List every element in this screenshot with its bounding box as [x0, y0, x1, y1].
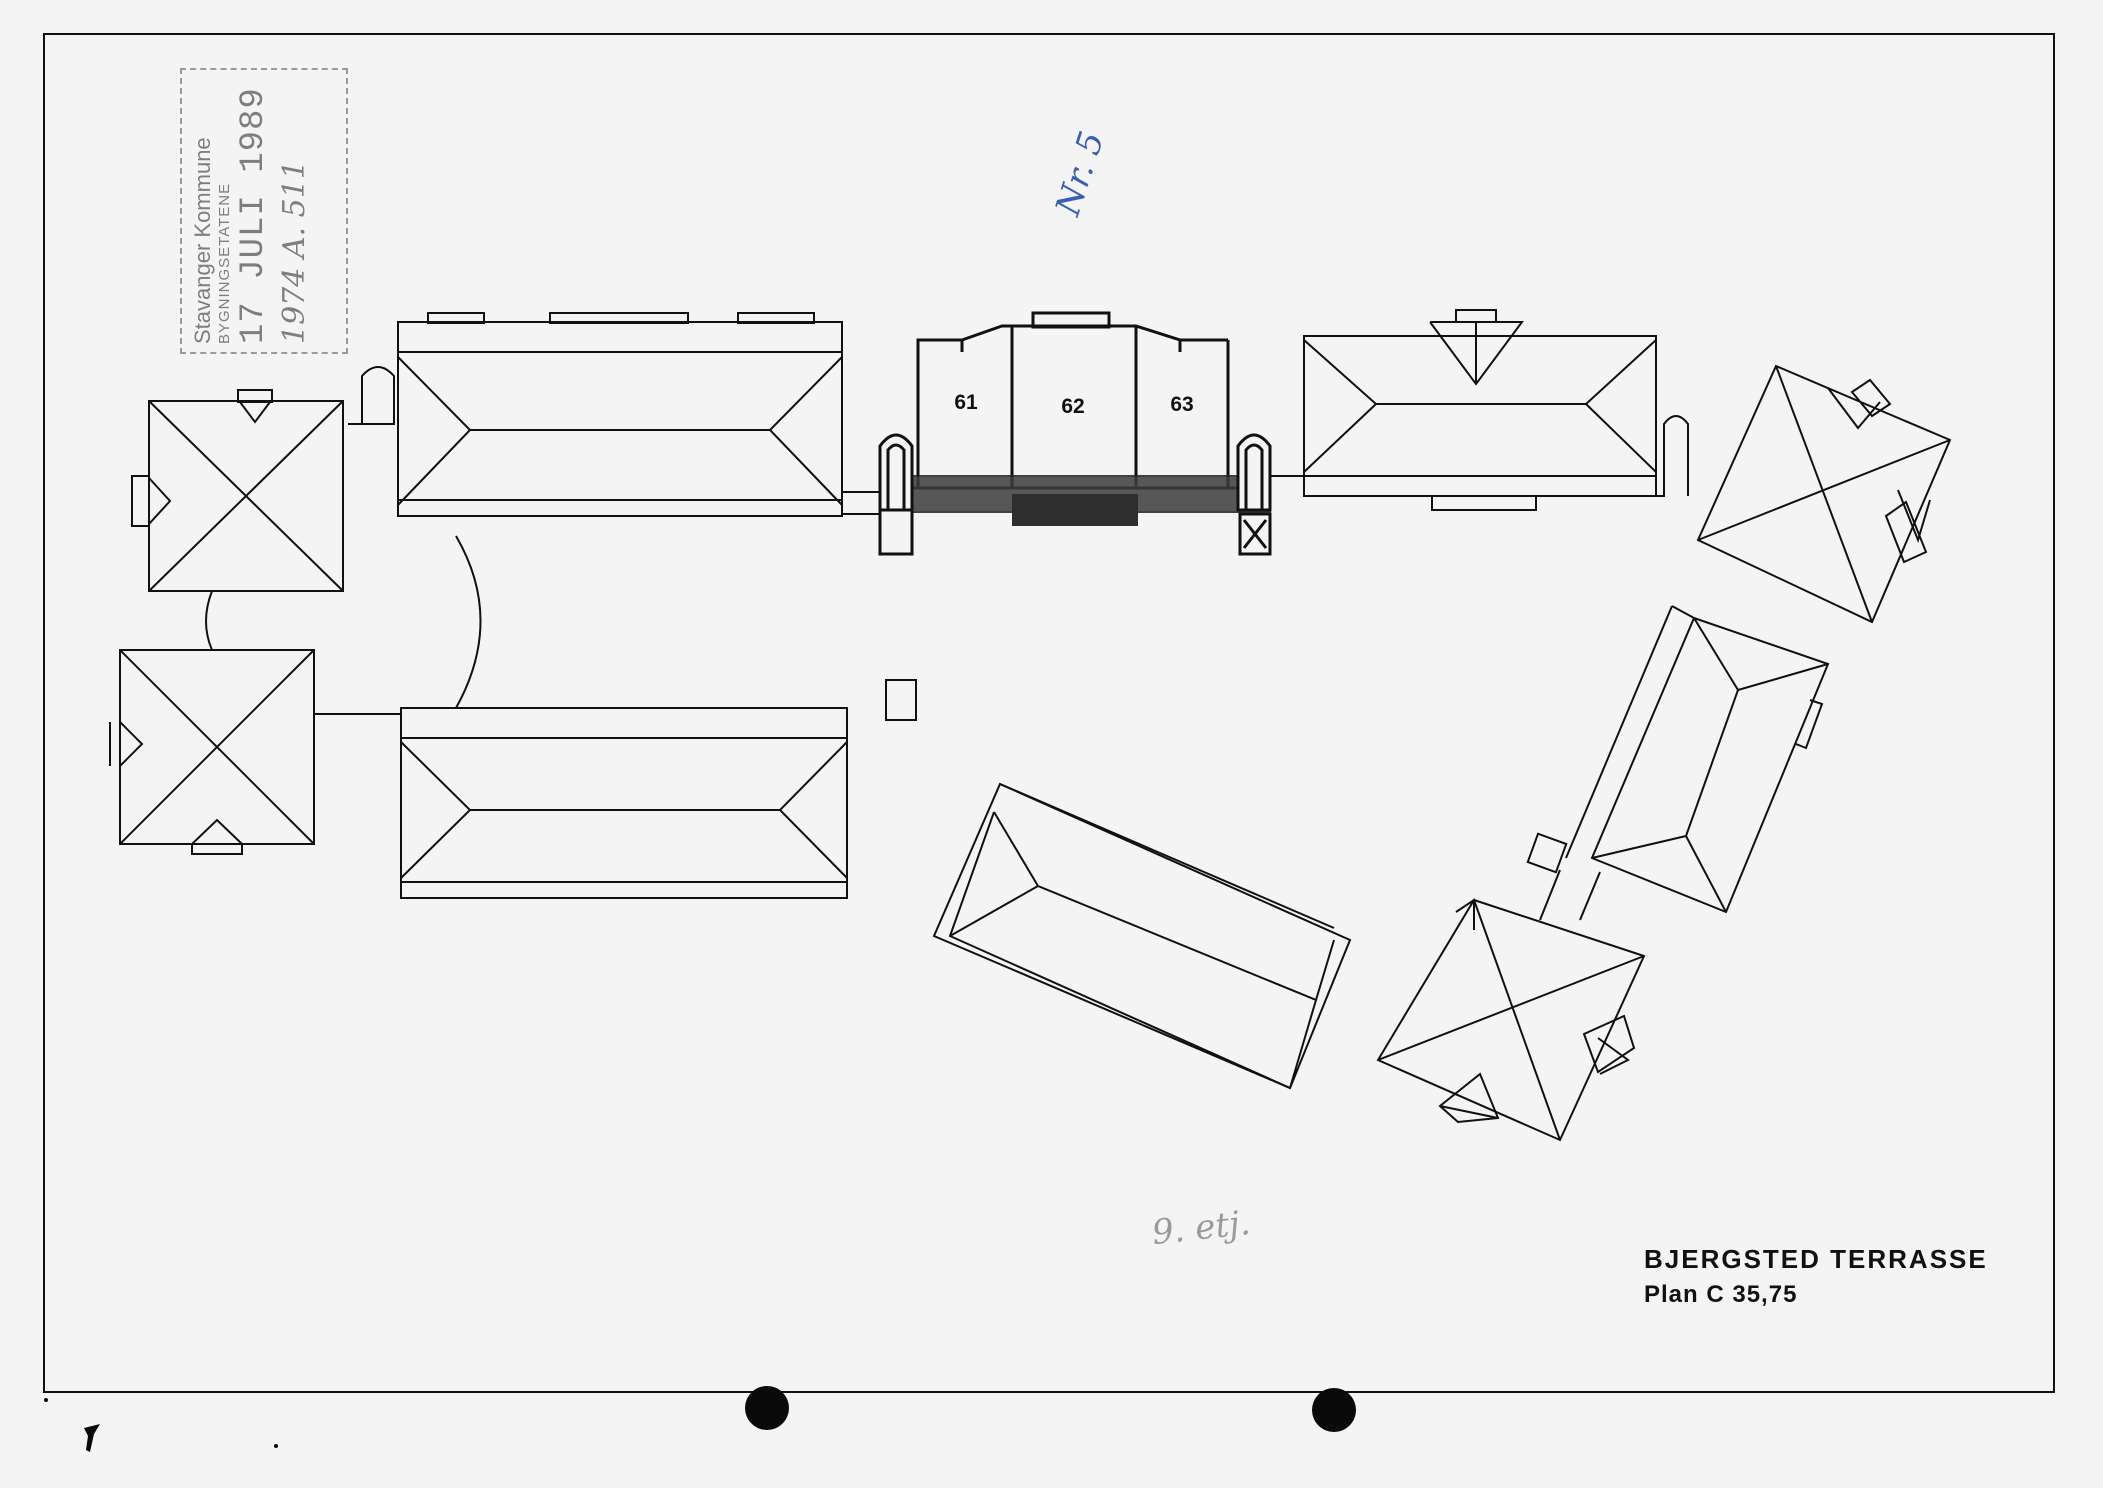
stamp-reference: 1974 A. 511: [277, 160, 312, 344]
building-i: [932, 782, 1352, 1090]
drawing-frame: [43, 33, 2055, 1393]
stamp-department: BYGNINGSETATENE: [216, 182, 233, 344]
unit-label-63: 63: [1170, 393, 1194, 416]
unit-label-61: 61: [954, 391, 978, 414]
building-d: [400, 707, 848, 899]
unit-label-62: 62: [1061, 395, 1085, 418]
drawing-title: BJERGSTED TERRASSE: [1644, 1244, 1988, 1274]
building-c: [348, 312, 882, 517]
building-f: [1270, 309, 1689, 511]
building-h: [1526, 605, 1830, 921]
building-a: [131, 389, 344, 592]
building-g: [1696, 364, 1952, 624]
approval-stamp: Stavanger Kommune BYGNINGSETATENE 17 JUL…: [180, 68, 348, 354]
stamp-municipality: Stavanger Kommune: [190, 137, 215, 344]
building-b: [109, 649, 400, 855]
building-j: [1376, 898, 1646, 1142]
building-e-units: [878, 311, 1272, 556]
walkway-c-d: [455, 535, 482, 709]
title-block: BJERGSTED TERRASSE Plan C 35,75: [1644, 1244, 1988, 1309]
stamp-date: 17 JULI 1989: [235, 87, 273, 344]
binder-holes: [44, 1386, 1356, 1452]
drawing-plan-number: Plan C 35,75: [1644, 1281, 1798, 1308]
small-shed: [885, 679, 917, 721]
walkway-a-b: [205, 590, 213, 651]
